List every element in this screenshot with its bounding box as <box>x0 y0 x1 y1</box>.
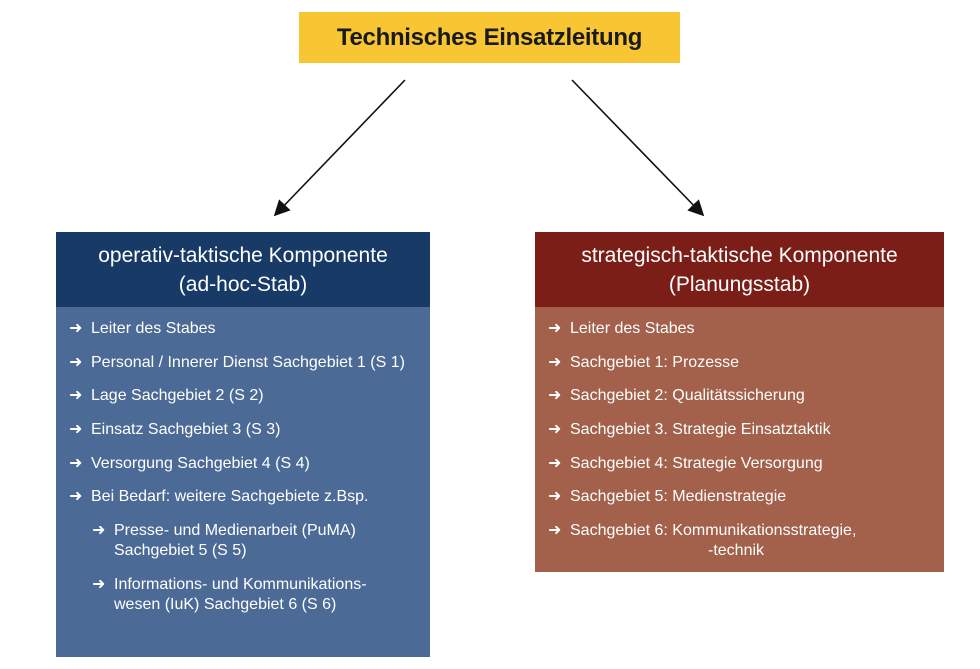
line: -technik <box>708 542 765 560</box>
list-item: ➜ Sachgebiet 3. Strategie Einsatztaktik <box>535 420 944 454</box>
list-item: ➜ Bei Bedarf: weitere Sachgebiete z.Bsp. <box>56 487 430 521</box>
arrow-right-icon: ➜ <box>69 454 83 472</box>
item-label: Versorgung Sachgebiet 4 (S 4) <box>91 454 310 472</box>
list-item: ➜ Sachgebiet 6: Kommunikationsstrategie, -… <box>535 521 944 561</box>
arrow-right-icon: ➜ <box>69 421 83 439</box>
strategic-header: strategisch-taktische Komponente (Planun… <box>535 232 944 307</box>
item-label: Informations- und Kommunikations-wesen (… <box>114 575 367 615</box>
arrow-right-icon: ➜ <box>548 421 562 439</box>
item-label: Leiter des Stabes <box>570 320 695 337</box>
arrow-right-icon: ➜ <box>548 387 562 405</box>
heading: operativ-taktische Komponente <box>98 243 388 267</box>
line: wesen (IuK) Sachgebiet 6 (S 6) <box>114 596 337 614</box>
arrow-left <box>273 79 406 217</box>
list-item: ➜ Sachgebiet 4: Strategie Versorgung <box>535 454 944 488</box>
arrow-right-icon: ➜ <box>69 488 83 506</box>
list-item: ➜ Sachgebiet 5: Medienstrategie <box>535 487 944 521</box>
list-item: ➜ Sachgebiet 2: Qualitätssicherung <box>535 386 944 420</box>
subheading: (Planungsstab) <box>668 272 811 296</box>
arrow-right-icon: ➜ <box>548 353 562 371</box>
item-label: Personal / Innerer Dienst Sachgebiet 1 (… <box>91 353 405 371</box>
list-item: ➜ Personal / Innerer Dienst Sachgebiet 1 … <box>56 353 430 387</box>
item-label: Einsatz Sachgebiet 3 (S 3) <box>91 421 281 439</box>
top-title: Technisches Einsatzleitung <box>299 12 680 63</box>
item-label: Sachgebiet 5: Medienstrategie <box>570 488 787 506</box>
operative-list: ➜ Leiter des Stabes ➜ Personal / Innerer D… <box>56 307 430 657</box>
heading: strategisch-taktische Komponente <box>581 243 898 267</box>
item-label: Sachgebiet 3. Strategie Einsatztaktik <box>570 421 831 439</box>
arrow-right-icon: ➜ <box>69 320 83 337</box>
arrow-right-icon: ➜ <box>92 522 106 540</box>
item-label: Presse- und Medienarbeit (PuMA) Sachgebie… <box>114 521 356 561</box>
list-item: ➜ Leiter des Stabes <box>535 319 944 353</box>
strategic-component-box: strategisch-taktische Komponente (Planun… <box>535 232 944 572</box>
item-label: Bei Bedarf: weitere Sachgebiete z.Bsp. <box>91 488 369 506</box>
list-item: ➜ Versorgung Sachgebiet 4 (S 4) <box>56 454 430 488</box>
arrow-right-icon: ➜ <box>548 320 562 337</box>
arrow-right <box>571 79 705 217</box>
arrow-right-icon: ➜ <box>69 353 83 371</box>
line: Sachgebiet 5 (S 5) <box>114 542 247 560</box>
arrow-right-icon: ➜ <box>69 387 83 405</box>
operative-header: operativ-taktische Komponente (ad-hoc-St… <box>56 232 430 307</box>
item-label: Sachgebiet 2: Qualitätssicherung <box>570 387 805 405</box>
list-item: ➜ Einsatz Sachgebiet 3 (S 3) <box>56 420 430 454</box>
item-label: Lage Sachgebiet 2 (S 2) <box>91 387 264 405</box>
arrow-right-icon: ➜ <box>548 522 562 540</box>
line: Sachgebiet 6: Kommunikationsstrategie, <box>570 522 857 540</box>
item-label: Sachgebiet 6: Kommunikationsstrategie, -t… <box>570 521 856 561</box>
arrow-right-icon: ➜ <box>548 488 562 506</box>
sub-list-item: ➜ Informations- und Kommunikations-wesen … <box>56 575 430 615</box>
item-label: Leiter des Stabes <box>91 320 216 337</box>
item-label: Sachgebiet 4: Strategie Versorgung <box>570 454 823 472</box>
list-item: ➜ Sachgebiet 1: Prozesse <box>535 353 944 387</box>
arrow-right-icon: ➜ <box>548 454 562 472</box>
arrow-right-icon: ➜ <box>92 576 106 594</box>
strategic-list: ➜ Leiter des Stabes ➜ Sachgebiet 1: Prozes… <box>535 307 944 572</box>
item-label: Sachgebiet 1: Prozesse <box>570 353 739 371</box>
list-item: ➜ Lage Sachgebiet 2 (S 2) <box>56 386 430 420</box>
subheading: (ad-hoc-Stab) <box>178 272 308 296</box>
operative-component-box: operativ-taktische Komponente (ad-hoc-St… <box>56 232 430 657</box>
line: Informations- und Kommunikations- <box>114 576 367 594</box>
list-item: ➜ Leiter des Stabes <box>56 319 430 353</box>
line: Presse- und Medienarbeit (PuMA) <box>114 522 356 540</box>
sub-list-item: ➜ Presse- und Medienarbeit (PuMA) Sachgebi… <box>56 521 430 561</box>
